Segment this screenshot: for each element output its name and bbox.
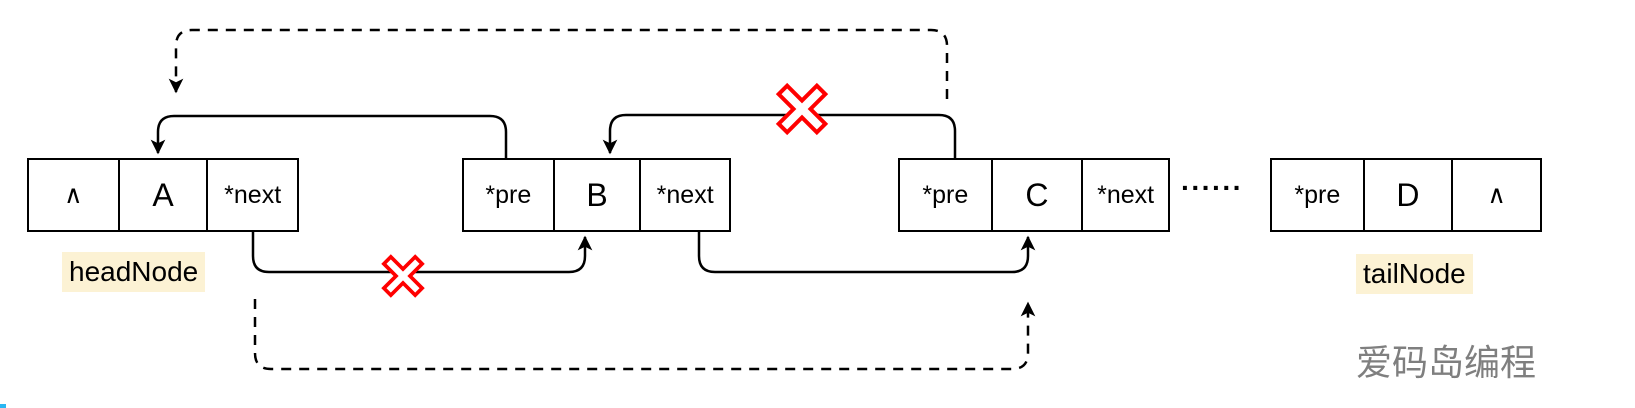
node-c: *pre C *next: [898, 158, 1170, 232]
node-b-data-cell: B: [552, 160, 640, 230]
node-d: *pre D ∧: [1270, 158, 1542, 232]
corner-artifact: [0, 404, 6, 408]
node-d-pre-cell: *pre: [1294, 180, 1341, 209]
node-d-next-cell: ∧: [1451, 160, 1540, 230]
node-b-pre-cell: *pre: [485, 180, 532, 209]
node-b: *pre B *next: [462, 158, 731, 232]
list-continuation-dots: ······: [1181, 172, 1243, 203]
watermark-text: 爱码岛编程: [1356, 343, 1537, 384]
node-d-data-cell: D: [1362, 160, 1452, 230]
node-c-data-cell: C: [990, 160, 1082, 230]
node-a-data-cell: A: [117, 160, 207, 230]
arrow-a-next-to-c-new-dashed: [253, 299, 1036, 371]
arrow-a-next-to-b-broken: [251, 232, 593, 274]
arrow-c-pre-to-a-new-dashed: [168, 28, 949, 99]
broken-link-cross-bottom: [381, 254, 425, 298]
node-b-next-cell: *next: [639, 160, 729, 230]
arrow-b-next-to-c: [697, 232, 1036, 274]
node-a-next-cell: *next: [206, 160, 297, 230]
node-c-pre-cell: *pre: [922, 180, 969, 209]
node-c-next-cell: *next: [1081, 160, 1168, 230]
node-a: ∧ A *next: [27, 158, 299, 232]
head-node-label: headNode: [62, 252, 206, 293]
broken-link-cross-top: [775, 82, 829, 136]
arrow-c-pre-to-b-broken: [602, 113, 957, 158]
tail-node-label: tailNode: [1356, 254, 1473, 295]
arrow-b-pre-to-a: [150, 114, 508, 158]
node-a-pre-cell: ∧: [64, 181, 83, 209]
